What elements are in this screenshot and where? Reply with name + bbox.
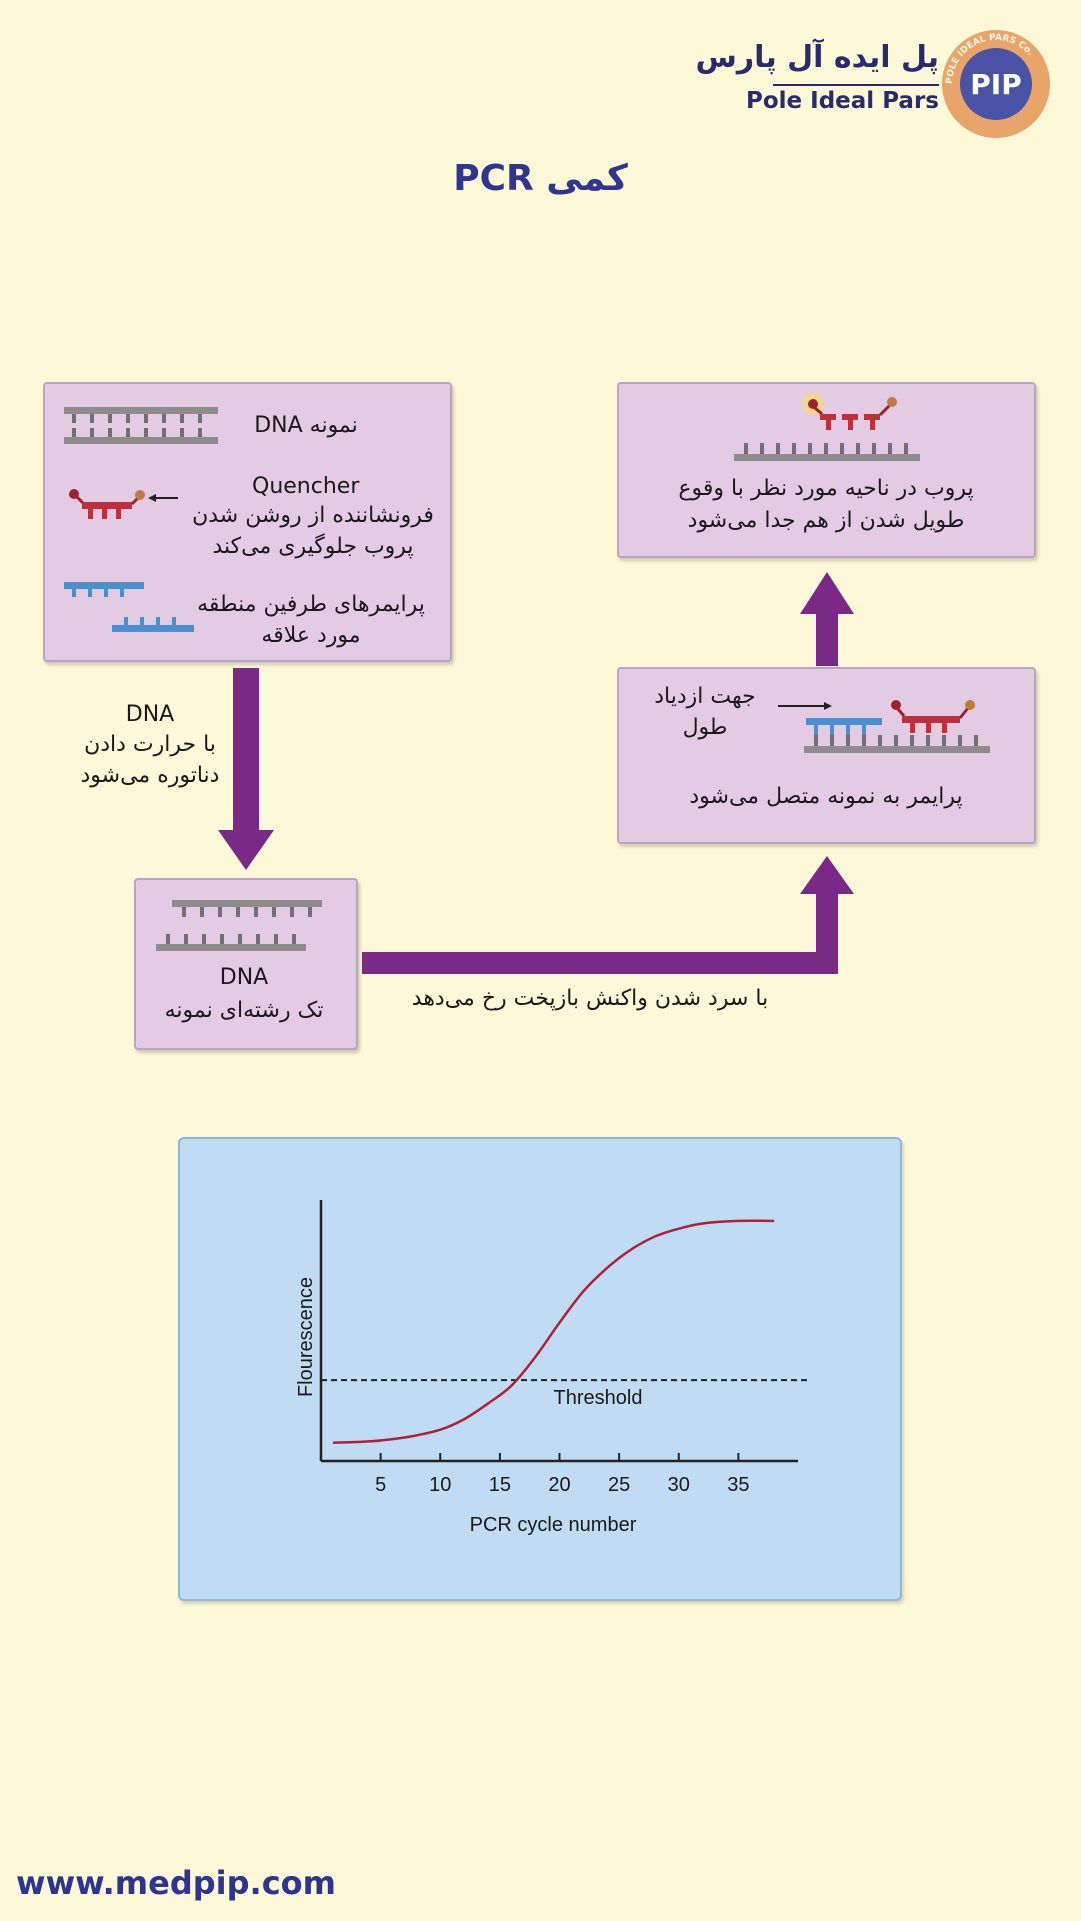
denature-line2: با حرارت دادن [84,732,216,757]
x-tick-label: 35 [727,1474,749,1496]
dna-sample-label: نمونه DNA [254,413,358,438]
x-axis-label: PCR cycle number [470,1514,637,1536]
denature-line3: دناتوره می‌شود [80,763,220,788]
quencher-label: Quencher [252,474,360,499]
primers-desc-line1: پرایمرهای طرفین منطقه [197,592,425,617]
extension-arrow [800,572,854,666]
footer-url[interactable]: www.medpip.com [16,1864,336,1902]
amplification-chart: 5 10 15 20 25 30 35 Threshold PCR cycle number… [295,1200,808,1536]
primer-bind-label: پرایمر به نمونه متصل می‌شود [689,784,963,809]
anneal-label: با سرد شدن واکنش بازپخت رخ می‌دهد [411,986,769,1011]
x-tick-label: 20 [548,1474,570,1496]
primer-probe-bound-icon [778,700,990,753]
primers-desc-line2: مورد علاقه [261,623,361,648]
logo-badge-text: PIP [970,68,1021,101]
denature-line1: DNA [125,702,175,727]
y-axis-label: Flourescence [295,1277,317,1397]
probe-split-box [617,382,1036,558]
probe-split-line2: طویل شدن از هم جدا می‌شود [687,508,965,533]
logo-name-en: Pole Ideal Pars [746,88,939,114]
extension-line2: طول [682,715,728,740]
primers-icon [64,582,194,632]
dna-double-strand-icon [64,407,218,444]
threshold-label: Threshold [554,1387,643,1409]
x-tick-label: 10 [429,1474,451,1496]
amplification-curve [332,1219,775,1444]
single-strand-line1: DNA [219,965,269,990]
x-tick-label: 15 [489,1474,511,1496]
primer-bind-box [617,667,1036,844]
extension-line1: جهت ازدیاد [654,684,756,709]
probe-desc-line2: پروب جلوگیری می‌کند [212,534,414,559]
dna-single-strands-icon [156,900,322,951]
x-tick-label: 30 [668,1474,690,1496]
page-title: PCR کمی [453,158,628,199]
probe-icon [69,489,178,519]
probe-cleaved-icon [734,393,920,461]
amplification-chart-panel [178,1137,902,1601]
x-tick-label: 25 [608,1474,630,1496]
single-strand-line2: تک رشته‌ای نمونه [164,998,324,1023]
x-tick-label: 5 [375,1474,386,1496]
anneal-arrow [362,856,854,974]
logo-divider [773,84,939,86]
logo-name-fa: پل ایده آل پارس [695,40,939,75]
logo-badge: POLE IDEAL PARS Co. PIP [942,30,1050,138]
probe-desc-line1: فرونشاننده از روشن شدن [192,503,434,528]
probe-split-line1: پروب در ناحیه مورد نظر با وقوع [678,476,974,501]
